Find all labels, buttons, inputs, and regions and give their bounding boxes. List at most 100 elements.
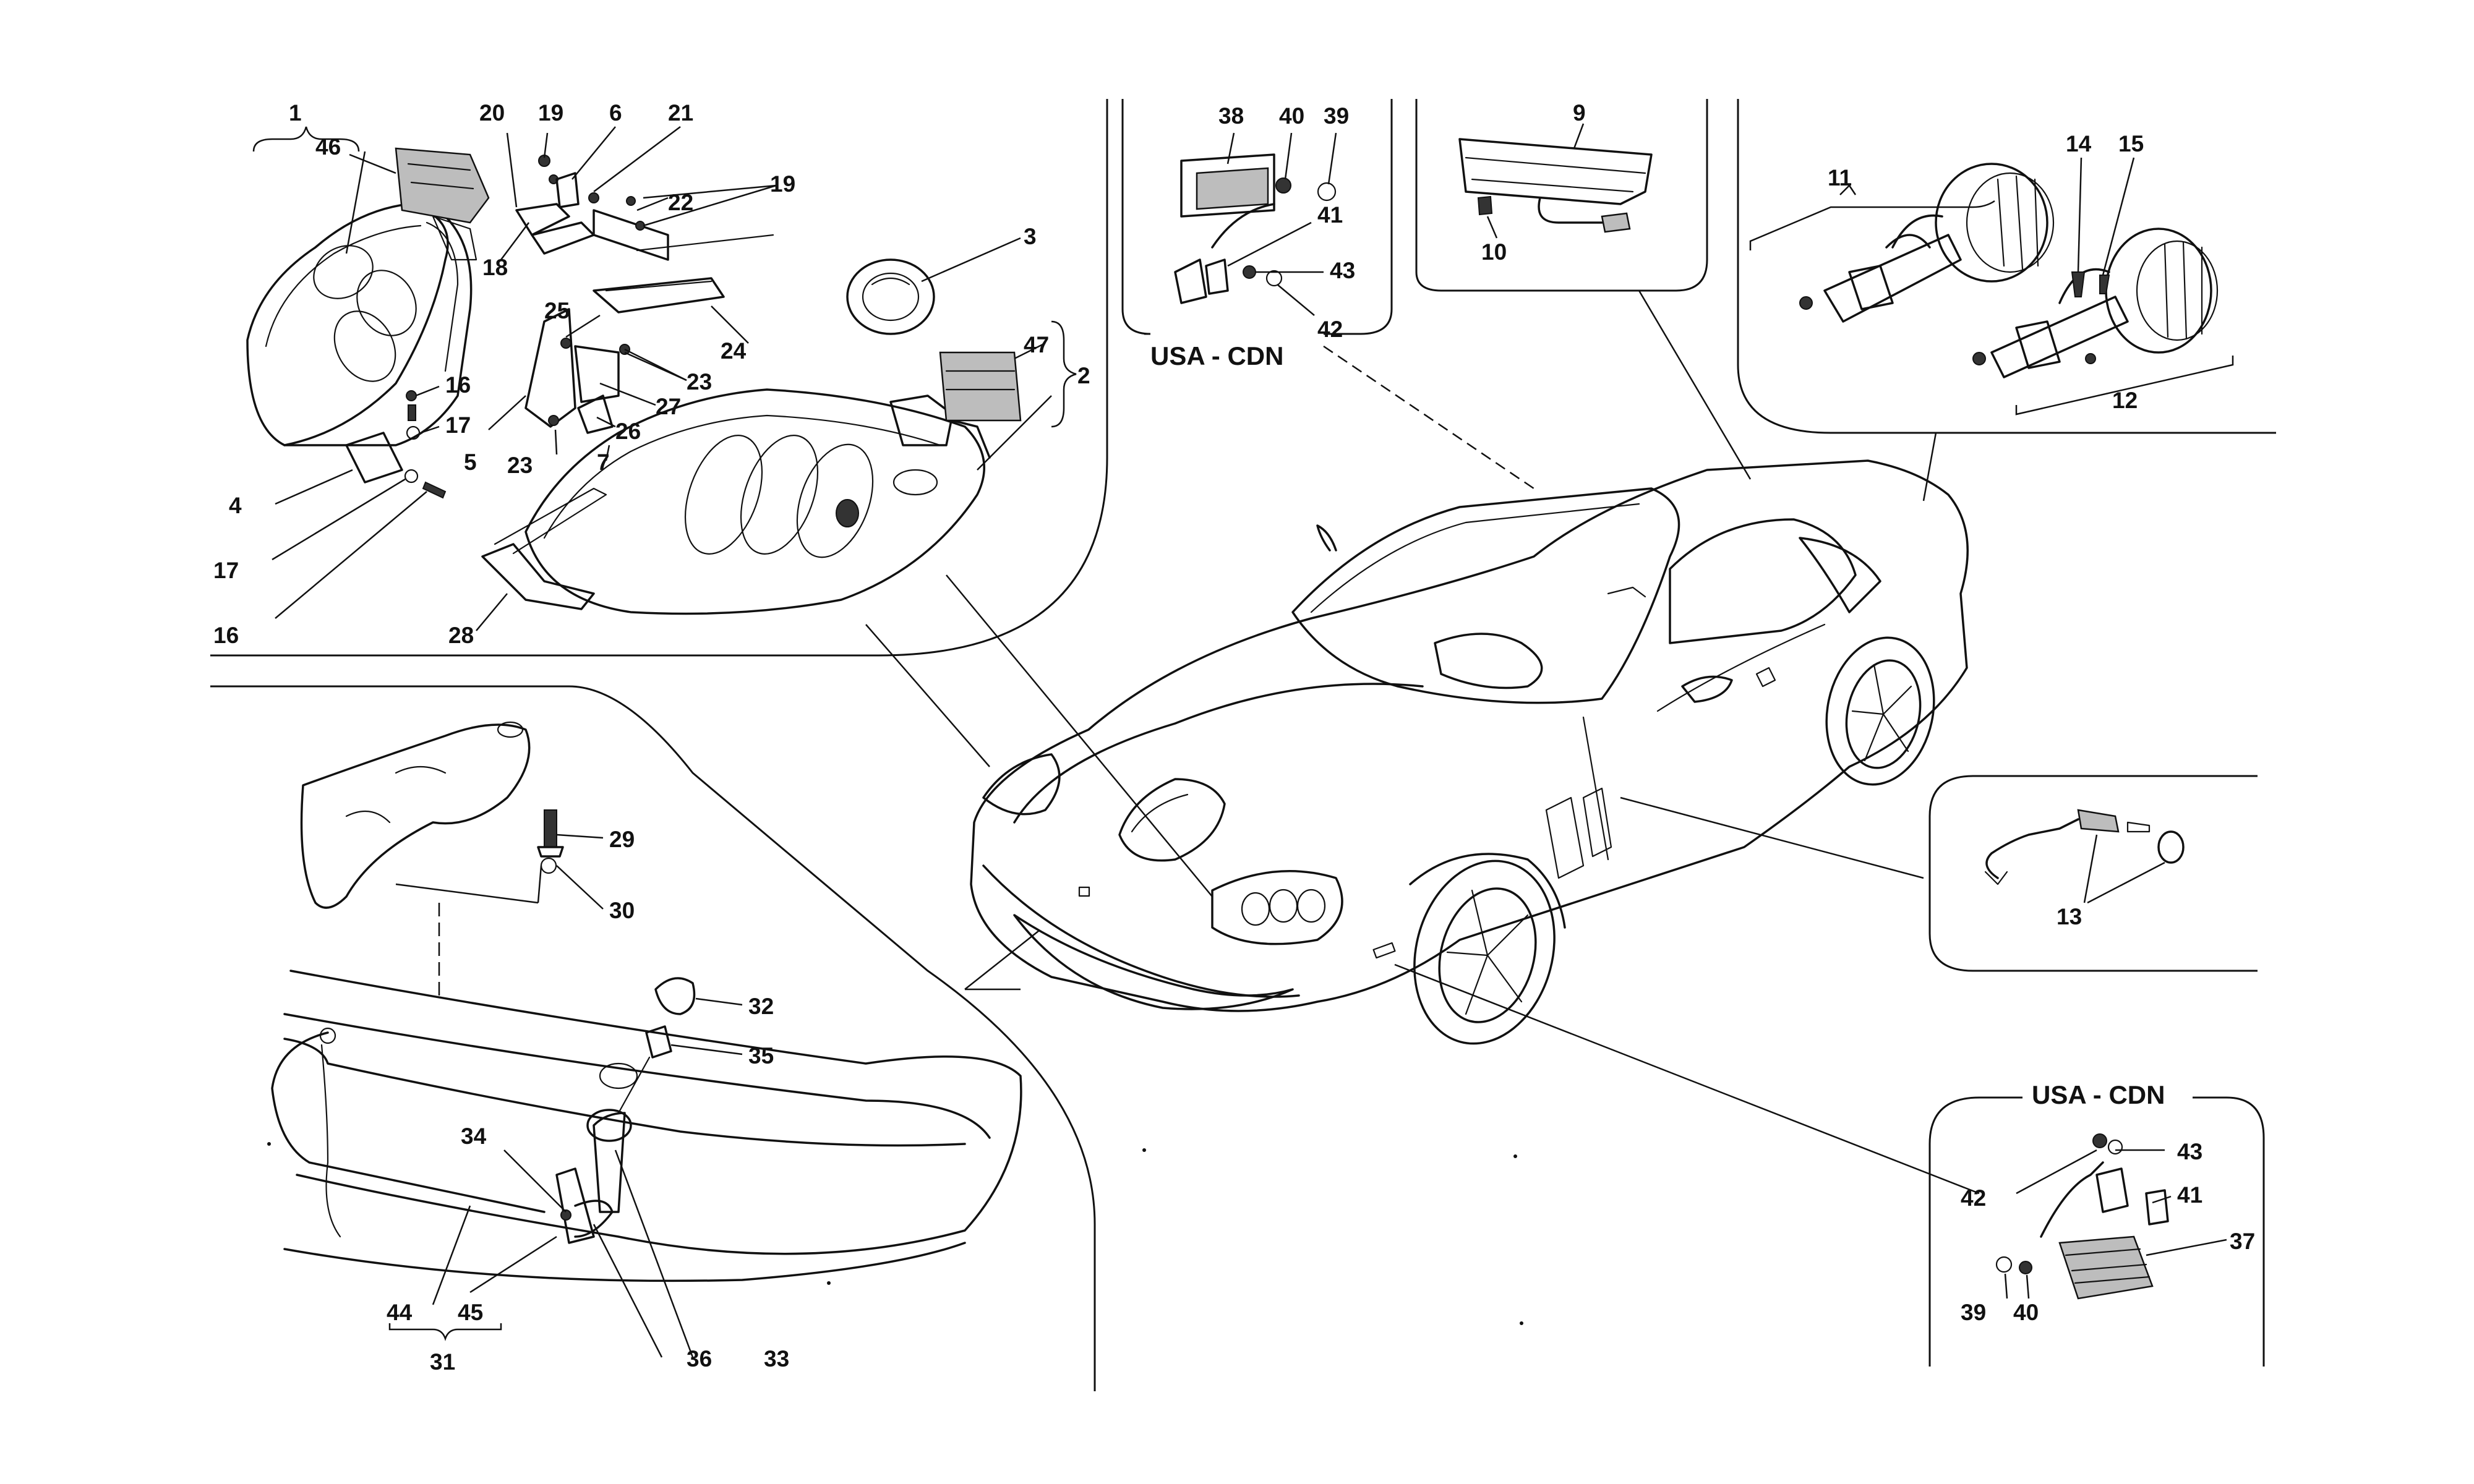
part-17-washer-b — [404, 469, 419, 484]
part-17-washer-a — [406, 425, 421, 440]
frame-usa-top-left — [1121, 99, 1151, 335]
callout-14: 14 — [2066, 131, 2092, 156]
callout-13: 13 — [2057, 904, 2082, 929]
callout-43a: 43 — [1330, 258, 1355, 283]
car-hood-scoop-inner — [1131, 793, 1189, 833]
part-30-washer — [540, 857, 557, 874]
bumper-bracket-upper — [300, 723, 531, 909]
bumper-bracket-detail — [345, 765, 447, 824]
part-28-gasket — [481, 487, 607, 610]
car-roof-line — [1607, 586, 1646, 598]
part-32-nozzle-cap — [654, 977, 696, 1015]
car-bumper-line — [982, 864, 1300, 998]
part-5-bracket — [524, 308, 576, 428]
headlight-right-side-lens — [892, 469, 938, 496]
part-16-screw-b — [422, 481, 447, 499]
callout-47: 47 — [1024, 332, 1049, 357]
car-windshield-inner — [1310, 503, 1640, 613]
callout-11: 11 — [1828, 165, 1852, 190]
part-43-nut-b — [2092, 1133, 2107, 1148]
part-13-lens — [2157, 830, 2185, 864]
part-42-nut-a — [1265, 270, 1283, 287]
headlight-right-rear — [951, 419, 991, 459]
car-headlight-lamp-2 — [1269, 889, 1298, 923]
part-24-plate — [593, 277, 725, 313]
callout-38: 38 — [1218, 103, 1244, 129]
part-39-nut-a — [1317, 182, 1337, 202]
callout-15: 15 — [2118, 131, 2144, 156]
headlight-right-connector — [889, 394, 954, 446]
side-repeater — [1984, 809, 2185, 904]
callout-41b: 41 — [2177, 1182, 2202, 1208]
callout-25: 25 — [544, 298, 570, 323]
callout-19b: 19 — [770, 171, 795, 197]
callout-39a: 39 — [1324, 103, 1349, 129]
callout-4: 4 — [229, 493, 242, 518]
part-43-nut-a — [1243, 265, 1256, 279]
bumper-sensor-hole — [599, 1062, 638, 1090]
car-hood-scoop — [1118, 778, 1226, 862]
part-44-hose-left — [320, 1044, 341, 1238]
usa-top-leaders — [1226, 132, 1337, 316]
car-windshield — [1291, 487, 1680, 704]
bumper-leaders — [388, 834, 743, 1358]
callout-34: 34 — [461, 1124, 487, 1149]
car-quarter-window — [1799, 537, 1881, 613]
part-35-connector — [617, 1056, 651, 1114]
specks — [267, 1142, 1523, 1325]
callout-40a: 40 — [1279, 103, 1304, 129]
headlight-left-reflector-1 — [313, 245, 374, 299]
frame-side-repeater — [1928, 775, 2258, 972]
callout-37: 37 — [2230, 1229, 2255, 1254]
callout-32: 32 — [748, 994, 774, 1019]
ballast-47 — [939, 351, 1022, 422]
callout-24: 24 — [721, 338, 747, 364]
part-9-wire — [1538, 197, 1603, 224]
callout-12: 12 — [2112, 388, 2138, 413]
callout-23a: 23 — [687, 369, 712, 394]
car-headlight-lamp-1 — [1241, 892, 1270, 926]
part-23-screw-b — [548, 415, 559, 426]
part-29-head — [537, 846, 564, 858]
usa-top-parts — [1174, 153, 1337, 304]
car-side-marker — [1372, 942, 1396, 959]
headlight-right-lens-inner — [543, 414, 941, 539]
headlight-left-reflector-2 — [356, 270, 417, 336]
bumper-outline-lower — [283, 1038, 966, 1147]
car-badge — [1078, 886, 1090, 897]
callout-17a: 17 — [445, 412, 471, 438]
car-overview — [970, 459, 1969, 1045]
bracket-parts-lower — [345, 308, 630, 499]
usa-cdn-label-bottom: USA - CDN — [2032, 1080, 2165, 1109]
callout-2: 2 — [1077, 363, 1090, 388]
part-10-screw — [1477, 195, 1493, 216]
car-side-vent-2 — [1582, 787, 1612, 858]
callout-42b: 42 — [1961, 1185, 1986, 1211]
car-rear-wheel — [1825, 636, 1935, 786]
car-front-wheel — [1409, 853, 1566, 1045]
fog-light-lower — [1972, 228, 2219, 378]
headlight-right-bulb — [836, 499, 859, 527]
callout-30: 30 — [609, 898, 635, 923]
car-side-vent-1 — [1545, 796, 1585, 879]
callout-10: 10 — [1481, 239, 1507, 265]
part-9-lamp-detail — [1465, 156, 1646, 193]
callout-33: 33 — [764, 1346, 789, 1371]
part-41-connector-b — [2095, 1167, 2129, 1213]
fog-lights — [1749, 157, 2234, 416]
callout-39b: 39 — [1961, 1300, 1986, 1325]
callout-17b: 17 — [213, 558, 239, 583]
part-42-nut-b — [2107, 1139, 2123, 1155]
part-34-screw — [560, 1209, 571, 1221]
part-28-gasket-strip — [494, 487, 607, 555]
callout-21: 21 — [668, 100, 693, 126]
callout-46: 46 — [315, 134, 341, 160]
bumper-outline-mid — [283, 1013, 991, 1139]
bumper-outline-bottom — [283, 1242, 966, 1282]
frame-fog-lights — [1737, 99, 2276, 434]
part-6-clip — [555, 172, 580, 208]
callout-26: 26 — [615, 419, 641, 444]
headlight-left-lens — [246, 203, 449, 446]
headlight-leaders — [252, 126, 1077, 631]
callout-1: 1 — [289, 100, 302, 126]
